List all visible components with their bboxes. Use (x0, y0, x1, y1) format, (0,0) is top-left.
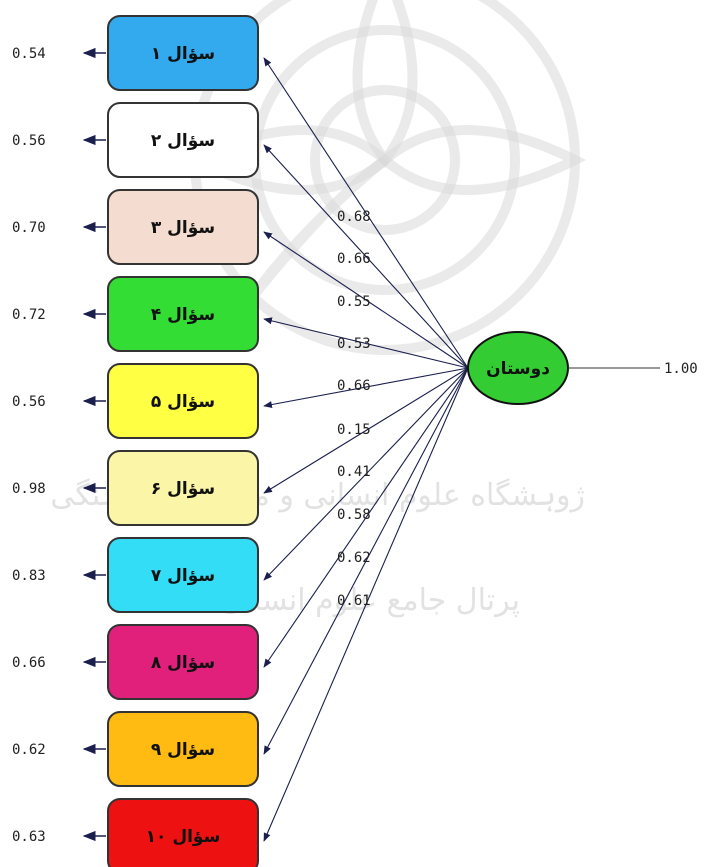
error-term: 0.72 (12, 307, 106, 323)
loading-path (263, 317, 469, 369)
loading-value: 0.15 (337, 422, 371, 438)
error-term: 0.56 (12, 394, 106, 410)
loading-value: 0.58 (337, 507, 371, 523)
error-value: 0.56 (12, 394, 46, 410)
observed-variables: سؤال ۱ سؤال ۲ سؤال ۳ سؤال ۴ سؤال ۵ سؤال ۶ سؤال… (107, 15, 259, 867)
observed-variable-label: سؤال ۳ (151, 218, 215, 238)
observed-variable-label: سؤال ۴ (151, 305, 215, 325)
watermark-text-2: پرتال جامع علوم انسانی (220, 583, 520, 618)
observed-variable: سؤال ۸ (107, 624, 259, 700)
observed-variable-box (107, 711, 259, 787)
observed-variable-box (107, 15, 259, 91)
latent-variance: 1.00 (568, 361, 698, 377)
error-value: 0.98 (12, 481, 46, 497)
error-value: 0.83 (12, 568, 46, 584)
error-term: 0.63 (12, 829, 106, 845)
error-value: 0.62 (12, 742, 46, 758)
observed-variable: سؤال ۱۰ (107, 798, 259, 867)
loading-path (263, 367, 469, 581)
observed-variable: سؤال ۷ (107, 537, 259, 613)
error-terms: 0.54 0.56 0.70 0.72 0.56 0.98 0.83 0.66 0.62 0.63 (12, 46, 106, 845)
observed-variable: سؤال ۳ (107, 189, 259, 265)
observed-variable-box (107, 102, 259, 178)
loading-value: 0.53 (337, 336, 371, 352)
observed-variable-label: سؤال ۸ (151, 653, 215, 673)
error-value: 0.63 (12, 829, 46, 845)
loading-path (263, 367, 469, 755)
loading-value: 0.41 (337, 464, 371, 480)
loading-path (263, 367, 469, 842)
loading-path (263, 144, 469, 369)
error-value: 0.66 (12, 655, 46, 671)
observed-variable-box (107, 537, 259, 613)
watermark-ornament (183, 0, 587, 355)
loading-labels: 0.68 0.66 0.55 0.53 0.66 0.15 0.41 0.58 0.62 0.61 (337, 209, 371, 609)
observed-variable: سؤال ۵ (107, 363, 259, 439)
loading-value: 0.66 (337, 251, 371, 267)
error-value: 0.56 (12, 133, 46, 149)
error-term: 0.83 (12, 568, 106, 584)
loading-paths (263, 57, 469, 842)
error-term: 0.70 (12, 220, 106, 236)
observed-variable-label: سؤال ۱۰ (146, 827, 221, 847)
error-value: 0.70 (12, 220, 46, 236)
observed-variable-label: سؤال ۹ (151, 740, 215, 760)
observed-variable: سؤال ۹ (107, 711, 259, 787)
loading-value: 0.62 (337, 550, 371, 566)
loading-value: 0.55 (337, 294, 371, 310)
error-value: 0.54 (12, 46, 46, 62)
loading-path (263, 367, 469, 668)
loading-path (263, 231, 469, 369)
observed-variable-box (107, 624, 259, 700)
loading-value: 0.68 (337, 209, 371, 225)
observed-variable-label: سؤال ۶ (151, 479, 215, 499)
observed-variable-box (107, 798, 259, 867)
loading-path (263, 57, 469, 369)
observed-variable-label: سؤال ۲ (151, 131, 215, 151)
observed-variable-label: سؤال ۱ (151, 44, 215, 64)
loading-path (263, 367, 469, 494)
latent-variable: دوستان (467, 331, 569, 405)
observed-variable-label: سؤال ۷ (151, 566, 215, 586)
error-value: 0.72 (12, 307, 46, 323)
latent-label: دوستان (486, 359, 550, 379)
error-term: 0.62 (12, 742, 106, 758)
observed-variable-label: سؤال ۵ (151, 392, 215, 412)
observed-variable: سؤال ۲ (107, 102, 259, 178)
loading-value: 0.61 (337, 593, 371, 609)
error-term: 0.98 (12, 481, 106, 497)
observed-variable: سؤال ۴ (107, 276, 259, 352)
error-term: 0.66 (12, 655, 106, 671)
error-term: 0.56 (12, 133, 106, 149)
error-term: 0.54 (12, 46, 106, 62)
observed-variable-box (107, 363, 259, 439)
loading-path (263, 367, 469, 409)
observed-variable-box (107, 276, 259, 352)
observed-variable: سؤال ۶ (107, 450, 259, 526)
latent-variance-value: 1.00 (664, 361, 698, 377)
observed-variable-box (107, 189, 259, 265)
observed-variable-box (107, 450, 259, 526)
observed-variable: سؤال ۱ (107, 15, 259, 91)
loading-value: 0.66 (337, 378, 371, 394)
